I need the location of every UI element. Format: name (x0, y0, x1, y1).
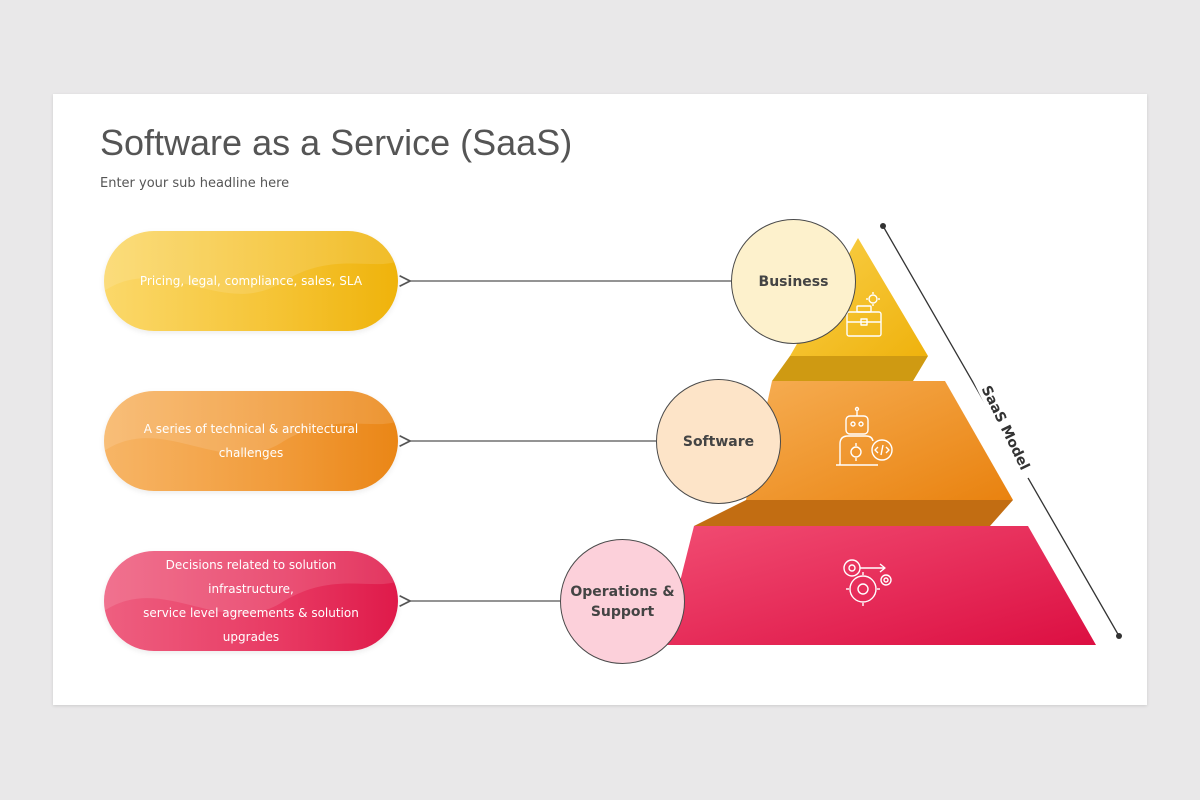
level-circle-software: Software (656, 379, 781, 504)
description-line: A series of technical & architectural (143, 422, 359, 436)
description-line: challenges (218, 446, 284, 460)
description-pill-business: Pricing, legal, compliance, sales, SLA (104, 231, 398, 331)
pyramid-tier-operations (664, 526, 1096, 645)
briefcase-gear-icon (846, 292, 882, 337)
description-line: upgrades (222, 630, 280, 644)
robot-code-icon (836, 406, 893, 466)
level-circle-business: Business (731, 219, 856, 344)
gears-process-icon (843, 559, 892, 606)
pill-wave-decoration (104, 231, 398, 294)
pill-wave-decoration (104, 391, 398, 454)
level-label: Software (682, 433, 755, 450)
level-label: Business (758, 273, 829, 290)
pill-wave-decoration (104, 551, 398, 614)
level-label-line: Support (590, 603, 655, 620)
description-text: Decisions related to solution infrastruc… (104, 553, 398, 649)
description-text: Pricing, legal, compliance, sales, SLA (139, 274, 363, 288)
description-line: service level agreements & solution (143, 606, 359, 620)
pyramid-step-1 (772, 356, 928, 381)
pyramid-step-2 (694, 500, 1013, 526)
description-text: A series of technical & architectural ch… (120, 417, 382, 465)
level-circle-operations: Operations & Support (560, 539, 685, 664)
slide-title: Software as a Service (SaaS) (100, 122, 573, 163)
bracket-dot-top (880, 223, 886, 229)
level-label-line: Operations & (570, 583, 675, 600)
slide-subtitle: Enter your sub headline here (100, 176, 290, 191)
description-line: Decisions related to solution infrastruc… (165, 558, 337, 596)
bracket-dot-bottom (1116, 633, 1122, 639)
description-pill-software: A series of technical & architectural ch… (104, 391, 398, 491)
level-label: Operations & Support (570, 582, 674, 622)
description-pill-operations: Decisions related to solution infrastruc… (104, 551, 398, 651)
